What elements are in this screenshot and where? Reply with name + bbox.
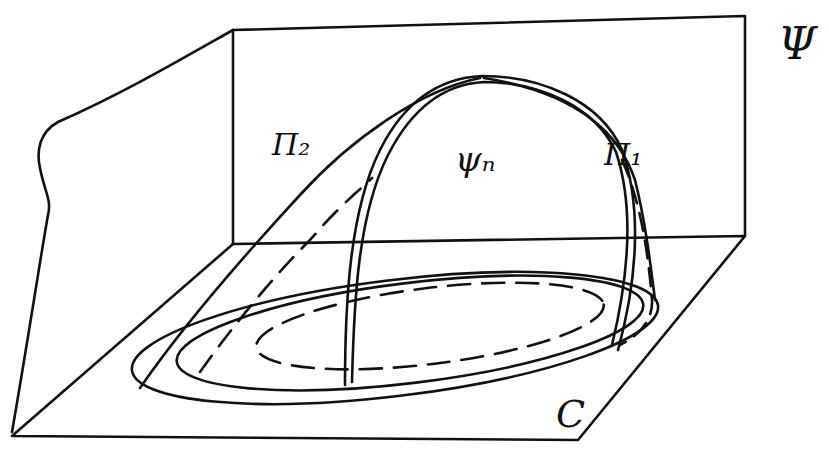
math-label: Π₂	[272, 130, 310, 160]
math-label: Ψ	[778, 22, 817, 66]
math-label: ψₙ	[455, 142, 495, 176]
horizontal-plane	[12, 236, 745, 440]
surface-sheet	[620, 160, 652, 345]
vertical-plane	[233, 16, 745, 236]
surface-sheet	[484, 78, 655, 300]
dome-curve	[352, 82, 628, 382]
dome-curve	[345, 76, 635, 385]
base-curve	[171, 255, 650, 412]
math-label: Π₁	[604, 140, 642, 170]
surface-sheet	[140, 78, 480, 388]
math-label: C	[556, 395, 585, 433]
surface-sheet	[200, 178, 372, 372]
plane-edge	[232, 30, 235, 244]
base-curve	[252, 267, 609, 385]
